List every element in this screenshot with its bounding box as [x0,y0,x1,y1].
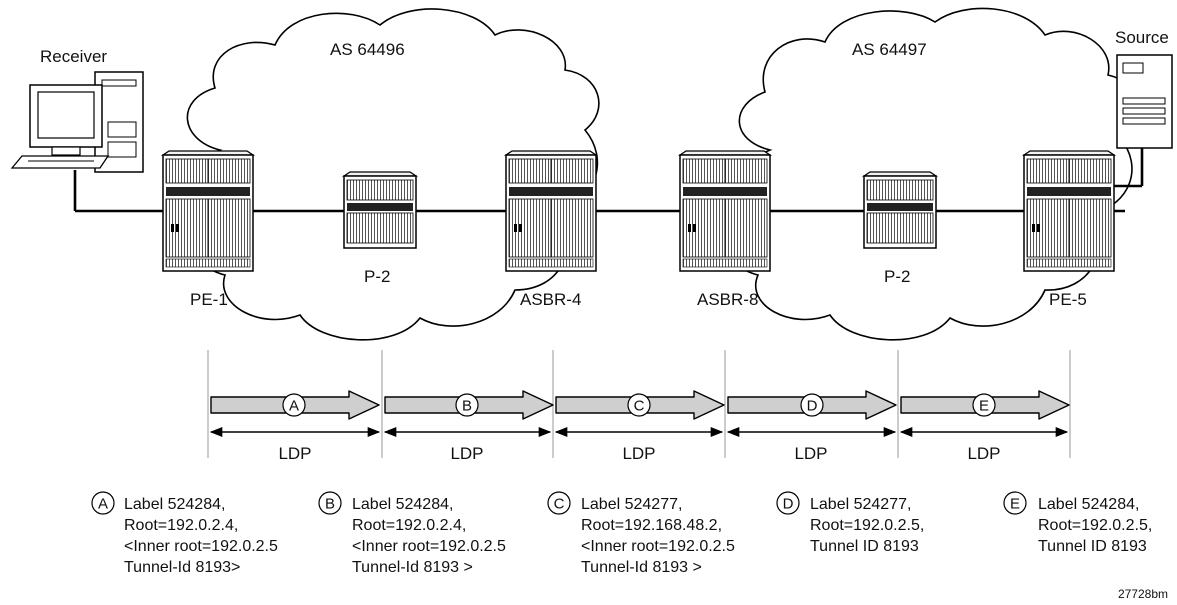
segment-marker-c-letter: C [634,398,645,415]
note-marker-b [318,491,342,515]
segment-b: B LDP [383,390,554,463]
protocol-label-e: LDP [967,444,1000,463]
note-marker-d-letter: D [783,496,794,513]
note-marker-e [1003,491,1027,515]
protocol-label-d: LDP [794,444,827,463]
as-label-left: AS 64496 [330,40,405,59]
router-p-2-left-icon [343,171,417,249]
note-marker-e-letter: E [1010,496,1020,513]
note-d-line-3: Tunnel ID 8193 [810,538,919,555]
protocol-label-a: LDP [278,444,311,463]
router-asbr-8-icon [679,150,771,272]
segment-marker-a-letter: A [289,398,299,415]
node-label-pe-5: PE-5 [1049,290,1087,309]
node-label-pe-1: PE-1 [190,290,228,309]
note-a-line-3: <Inner root=192.0.2.5 [124,538,278,555]
segment-marker-d-letter: D [807,398,818,415]
segment-marker-b-letter: B [462,398,472,415]
protocol-label-b: LDP [450,444,483,463]
segment-marker-e-letter: E [979,398,989,415]
note-e-line-3: Tunnel ID 8193 [1038,538,1147,555]
segment-marker-e [972,393,996,417]
note-marker-c [547,491,571,515]
note-marker-a-letter: A [98,496,108,513]
note-a-line-4: Tunnel-Id 8193> [124,559,240,576]
note-c: C Label 524277, Root=192.168.48.2, <Inne… [547,491,735,576]
note-a: A Label 524284, Root=192.0.2.4, <Inner r… [91,491,278,576]
note-e-line-1: Label 524284, [1038,496,1139,513]
note-d: D Label 524277, Root=192.0.2.5, Tunnel I… [776,491,924,555]
as-label-right: AS 64497 [852,40,927,59]
note-marker-c-letter: C [554,496,565,513]
receiver-pc-icon [10,71,144,173]
note-a-line-2: Root=192.0.2.4, [124,517,238,534]
note-marker-d [776,491,800,515]
note-d-line-1: Label 524277, [810,496,911,513]
node-label-asbr-8: ASBR-8 [697,290,758,309]
source-label: Source [1115,28,1169,47]
note-c-line-4: Tunnel-Id 8193 > [581,559,702,576]
note-d-line-2: Root=192.0.2.5, [810,517,924,534]
figure-id: 27728bm [1118,587,1168,601]
router-pe-5-icon [1023,150,1115,272]
note-c-line-1: Label 524277, [581,496,682,513]
source-server-icon [1116,54,1173,149]
segment-marker-a [282,393,306,417]
note-e: E Label 524284, Root=192.0.2.5, Tunnel I… [1003,491,1152,555]
segment-marker-b [455,393,479,417]
router-asbr-4-icon [505,150,597,272]
note-b-line-1: Label 524284, [352,496,453,513]
note-marker-b-letter: B [325,496,335,513]
note-marker-a [91,491,115,515]
note-c-line-2: Root=192.168.48.2, [581,517,722,534]
note-b-line-3: <Inner root=192.0.2.5 [352,538,506,555]
note-b: B Label 524284, Root=192.0.2.4, <Inner r… [318,491,506,576]
note-b-line-4: Tunnel-Id 8193 > [352,559,473,576]
router-p-2-right-icon [863,171,937,249]
segment-d: D LDP [726,390,897,463]
segment-marker-c [627,393,651,417]
note-e-line-2: Root=192.0.2.5, [1038,517,1152,534]
segment-boundaries [207,350,1071,458]
note-b-line-2: Root=192.0.2.4, [352,517,466,534]
segment-c: C LDP [554,390,725,463]
segment-a: A LDP [209,390,381,463]
protocol-label-c: LDP [622,444,655,463]
router-pe-1-icon [162,150,254,272]
node-label-asbr-4: ASBR-4 [520,290,581,309]
receiver-label: Receiver [40,47,107,66]
segment-marker-d [800,393,824,417]
note-a-line-1: Label 524284, [124,496,225,513]
node-label-p-2-right: P-2 [884,267,910,286]
segment-e: E LDP [899,390,1070,463]
node-label-p-2-left: P-2 [364,267,390,286]
note-c-line-3: <Inner root=192.0.2.5 [581,538,735,555]
